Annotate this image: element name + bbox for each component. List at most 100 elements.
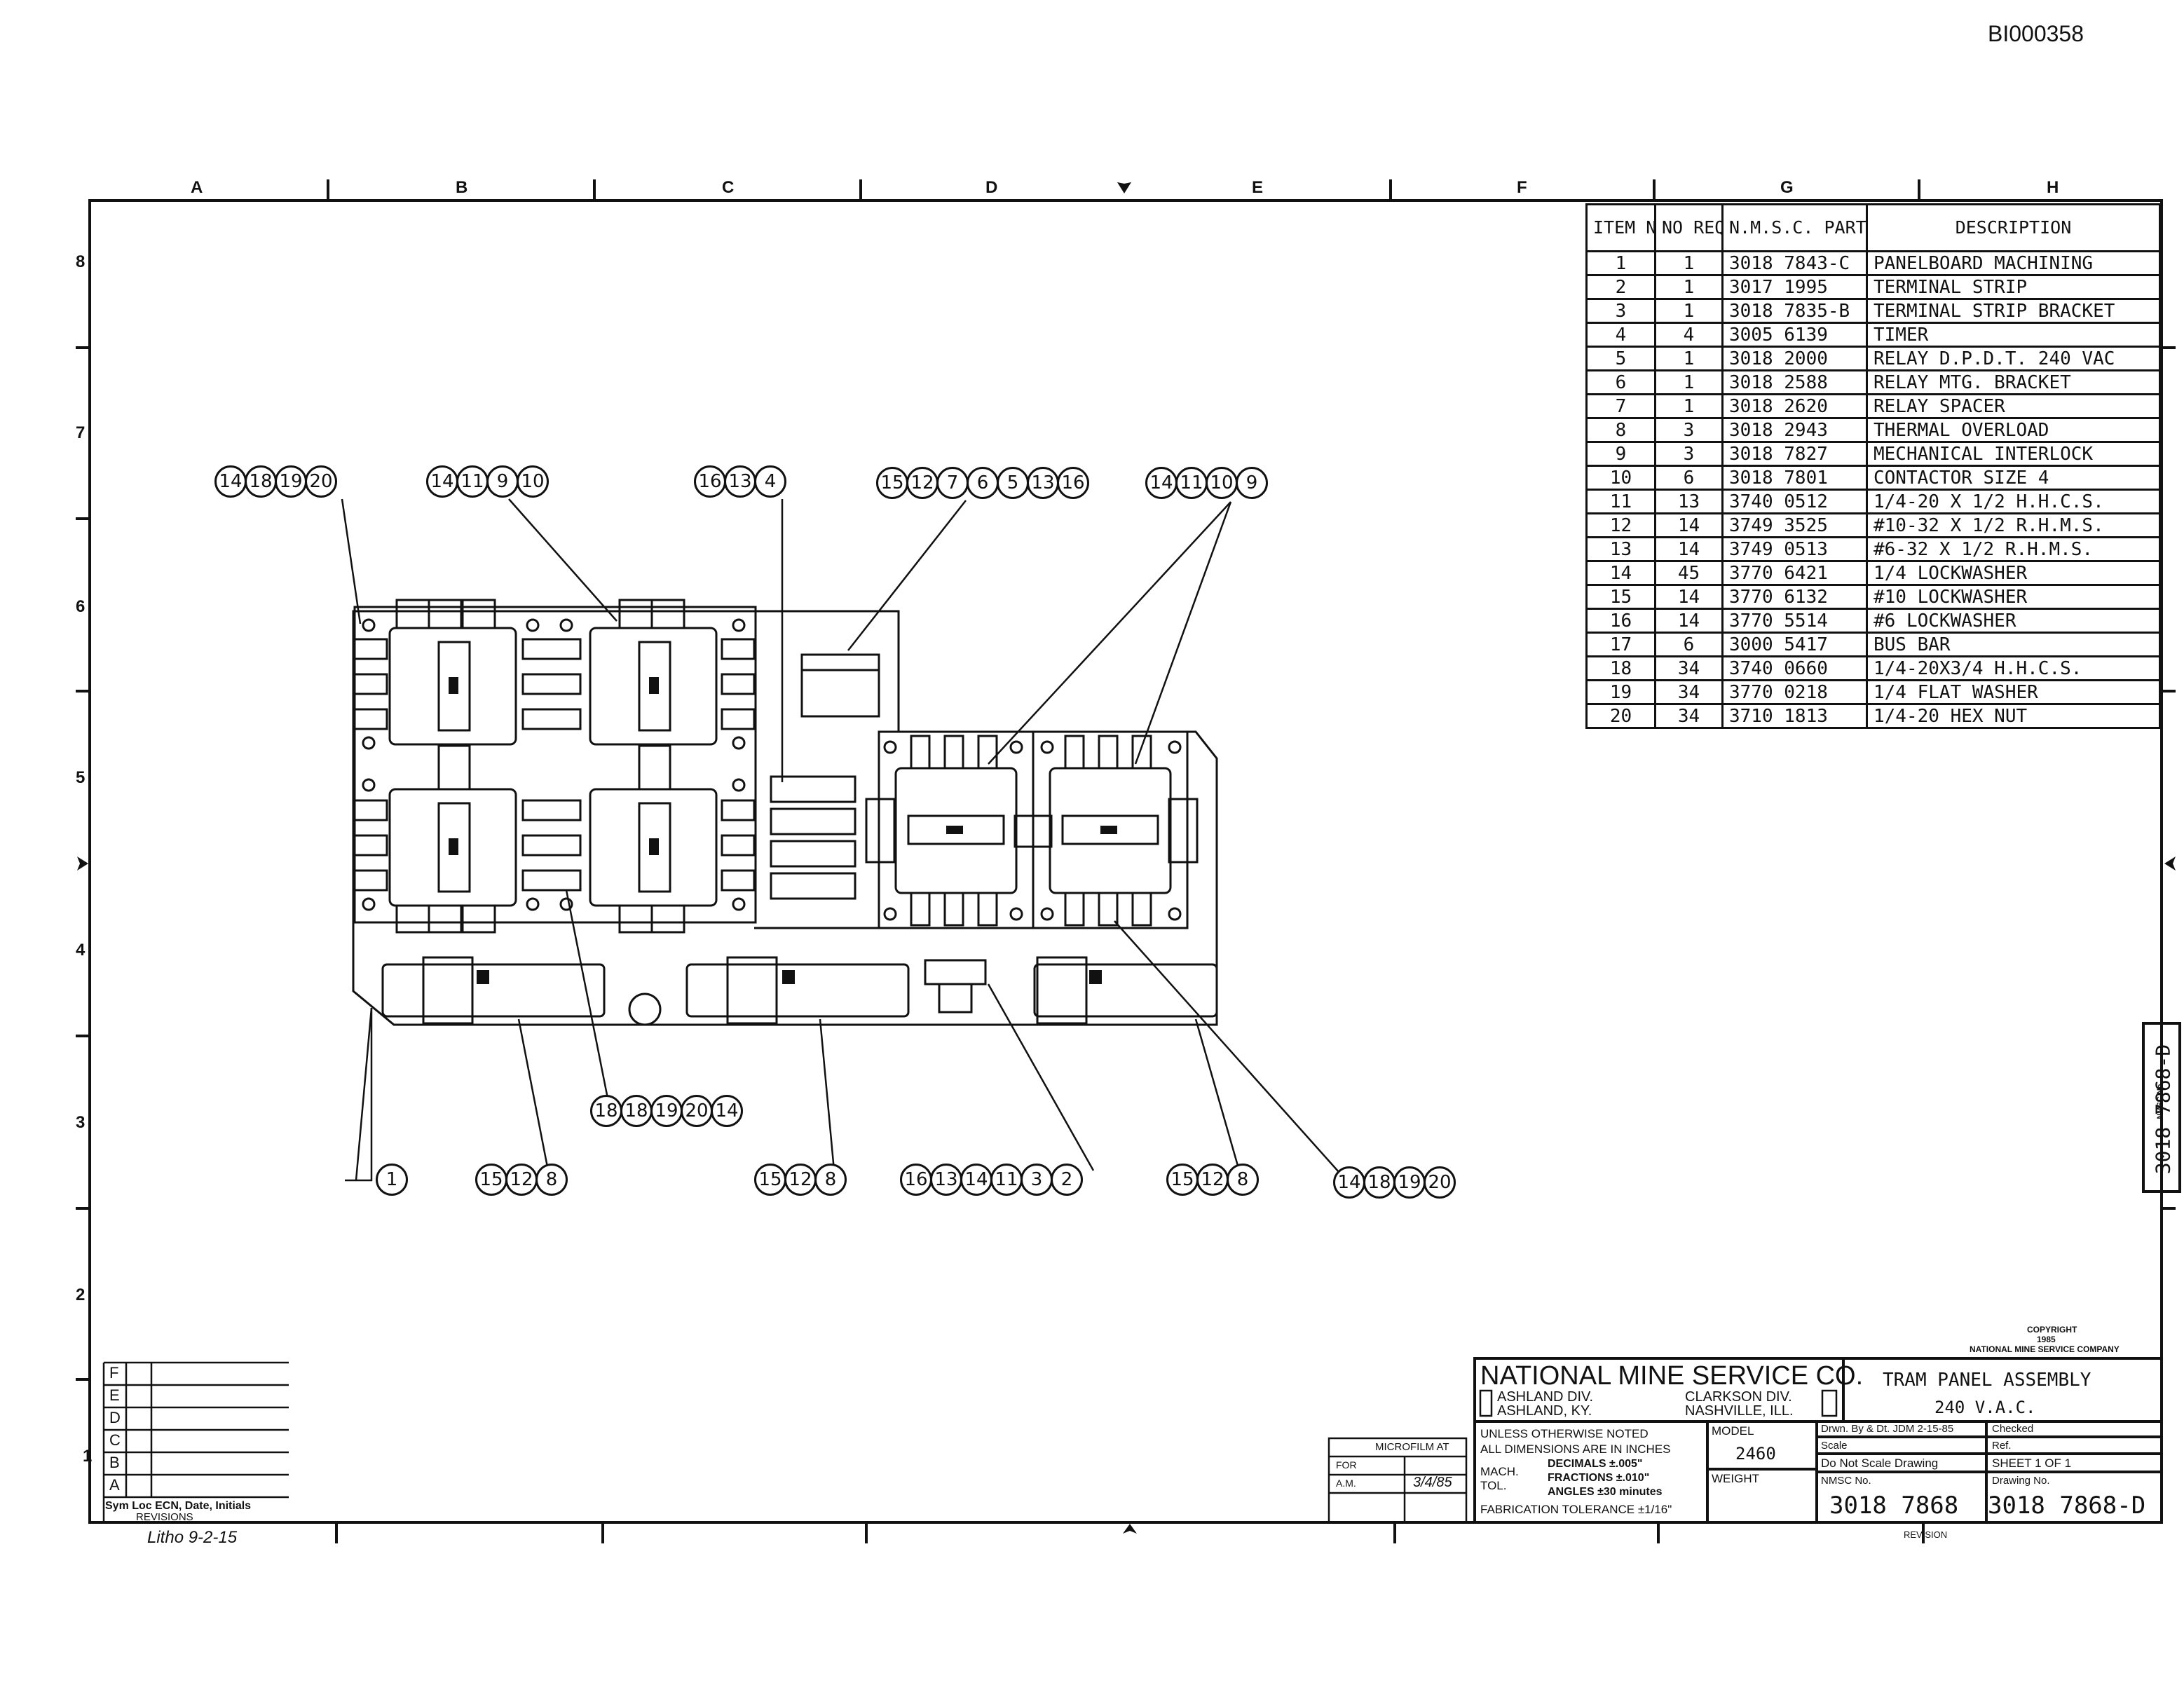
- grid-row-7: 7: [76, 423, 86, 442]
- callout-balloon: 10: [1206, 467, 1238, 499]
- microfilm-box-lines: [1328, 1437, 1468, 1524]
- callout-group: 1: [376, 1164, 408, 1196]
- callout-balloon: 19: [275, 465, 307, 498]
- callout-balloon: 6: [967, 467, 999, 499]
- callout-balloon: 1: [376, 1164, 408, 1196]
- grid-row-3: 3: [76, 1113, 86, 1132]
- qty-cell: 13: [1654, 489, 1724, 514]
- drawing-number: 3018 7868-D: [1988, 1492, 2146, 1520]
- callout-balloon: 18: [620, 1095, 653, 1127]
- callout-balloon: 12: [505, 1164, 538, 1196]
- qty-cell: 1: [1654, 250, 1724, 276]
- revision-box-lines: [102, 1361, 289, 1522]
- qty-cell: 6: [1654, 465, 1724, 491]
- part-number-cell: 3018 7835-B: [1721, 298, 1868, 324]
- callout-balloon: 12: [906, 467, 939, 499]
- part-number-cell: 3018 7843-C: [1721, 250, 1868, 276]
- parts-list-header: ITEM NO NO REQD N.M.S.C. PART NUMBER DES…: [1585, 203, 2161, 252]
- microfilm-am: A.M.: [1336, 1478, 1356, 1489]
- item-no-cell: 16: [1585, 608, 1656, 634]
- part-number-cell: 3018 2943: [1721, 417, 1868, 443]
- model-number: 2460: [1735, 1444, 1776, 1464]
- description-cell: #10-32 X 1/2 R.H.M.S.: [1866, 512, 2161, 538]
- callout-balloon: 12: [784, 1164, 817, 1196]
- callout-balloon: 20: [681, 1095, 713, 1127]
- callout-balloon: 16: [694, 465, 726, 498]
- tolerance-tol: TOL.: [1480, 1479, 1507, 1492]
- copyright-year: 1985: [2037, 1335, 2056, 1344]
- qty-cell: 1: [1654, 298, 1724, 324]
- part-number-cell: 3740 0512: [1721, 489, 1868, 514]
- part-number-cell: 3770 5514: [1721, 608, 1868, 634]
- title-block-lines: [1473, 1357, 2163, 1524]
- rev-letter-f: F: [109, 1364, 119, 1382]
- grid-col-a: A: [191, 178, 203, 197]
- callout-balloon: 11: [990, 1164, 1023, 1196]
- part-number-cell: 3710 1813: [1721, 703, 1868, 729]
- callout-balloon: 18: [245, 465, 277, 498]
- callout-balloon: 15: [475, 1164, 507, 1196]
- callout-balloon: 14: [214, 465, 247, 498]
- item-no-cell: 12: [1585, 512, 1656, 538]
- litho-note: Litho 9-2-15: [147, 1528, 238, 1547]
- rev-letter-b: B: [109, 1454, 120, 1471]
- callout-balloon: 8: [1227, 1164, 1259, 1196]
- part-number-cell: 3770 6421: [1721, 560, 1868, 586]
- rev-letter-a: A: [109, 1476, 120, 1494]
- rev-letter-d: D: [109, 1409, 121, 1426]
- item-no-cell: 1: [1585, 250, 1656, 276]
- qty-cell: 6: [1654, 632, 1724, 657]
- drawing-border: [88, 199, 2163, 1524]
- callout-balloon: 10: [517, 465, 549, 498]
- rev-letter-c: C: [109, 1431, 121, 1449]
- description-cell: BUS BAR: [1866, 632, 2161, 657]
- callout-balloon: 18: [590, 1095, 622, 1127]
- description-cell: #6 LOCKWASHER: [1866, 608, 2161, 634]
- callout-balloon: 8: [814, 1164, 847, 1196]
- qty-cell: 14: [1654, 608, 1724, 634]
- callout-balloon: 11: [1175, 467, 1208, 499]
- drawn-by: Drwn. By & Dt. JDM 2-15-85: [1821, 1423, 1954, 1435]
- model-label: MODEL: [1712, 1424, 1754, 1438]
- tolerance-angles: ANGLES ±30 minutes: [1548, 1486, 1663, 1498]
- callout-balloon: 14: [711, 1095, 743, 1127]
- scale-label: Scale: [1821, 1440, 1848, 1452]
- qty-cell: 1: [1654, 393, 1724, 419]
- description-cell: TIMER: [1866, 322, 2161, 348]
- part-number-cell: 3018 7827: [1721, 441, 1868, 467]
- company-name: NATIONAL MINE SERVICE CO.: [1480, 1361, 1864, 1391]
- grid-row-2: 2: [76, 1285, 86, 1304]
- part-number-cell: 3770 6132: [1721, 584, 1868, 610]
- item-no-cell: 4: [1585, 322, 1656, 348]
- callout-balloon: 16: [900, 1164, 932, 1196]
- grid-row-1: 1: [83, 1447, 93, 1466]
- nmsc-number: 3018 7868: [1829, 1492, 1959, 1520]
- item-no-cell: 6: [1585, 369, 1656, 395]
- callout-balloon: 15: [1166, 1164, 1199, 1196]
- qty-cell: 34: [1654, 655, 1724, 681]
- description-cell: TERMINAL STRIP BRACKET: [1866, 298, 2161, 324]
- checked-label: Checked: [1992, 1423, 2034, 1435]
- grid-col-c: C: [722, 178, 735, 197]
- callout-balloon: 9: [486, 465, 519, 498]
- center-arrow-right: [2164, 857, 2176, 871]
- description-cell: PANELBOARD MACHINING: [1866, 250, 2161, 276]
- weight-label: WEIGHT: [1712, 1472, 1759, 1485]
- callout-balloon: 13: [724, 465, 756, 498]
- part-number-cell: 3749 3525: [1721, 512, 1868, 538]
